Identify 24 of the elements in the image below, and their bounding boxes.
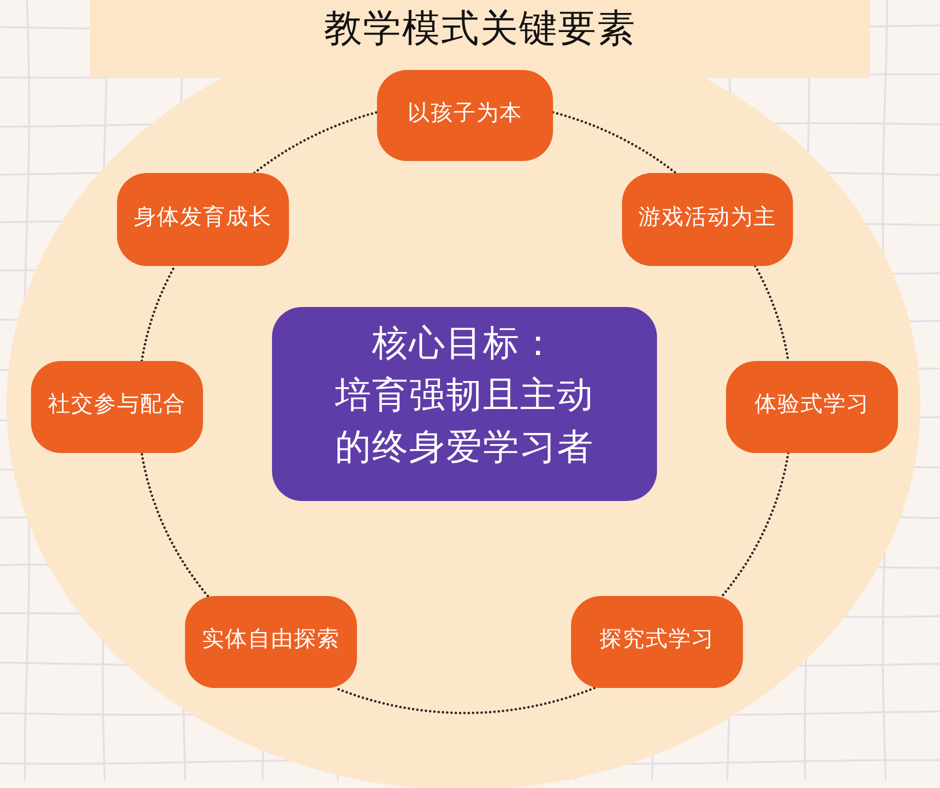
- element-label: 社交参与配合: [48, 391, 186, 419]
- element-box: [622, 173, 793, 266]
- goal-text: 培育强韧且主动的终身爱学习者: [334, 374, 595, 470]
- element-label: 以孩子为本: [408, 100, 522, 128]
- dotted-connector: [140, 264, 176, 362]
- element-label: 体验式学习: [754, 391, 870, 419]
- dotted-connector: [552, 111, 677, 174]
- element-label: 游戏活动为主: [638, 204, 776, 232]
- goal-heading: 核心目标：: [372, 322, 557, 366]
- element-box: [185, 596, 357, 688]
- element-box: [571, 596, 743, 688]
- element-label: 探究式学习: [600, 626, 714, 654]
- element-box: [31, 361, 203, 453]
- diagram-title: 教学模式关键要素: [324, 5, 636, 52]
- dotted-connector: [140, 452, 210, 598]
- element-box: [377, 70, 553, 161]
- dotted-connector: [334, 686, 596, 714]
- dotted-connector: [253, 111, 378, 174]
- dotted-connector: [721, 452, 790, 598]
- element-label: 实体自由探索: [202, 626, 340, 654]
- element-box: [117, 173, 289, 266]
- element-label: 身体发育成长: [134, 204, 272, 232]
- core-goal-box: [272, 307, 657, 501]
- element-box: [726, 361, 898, 453]
